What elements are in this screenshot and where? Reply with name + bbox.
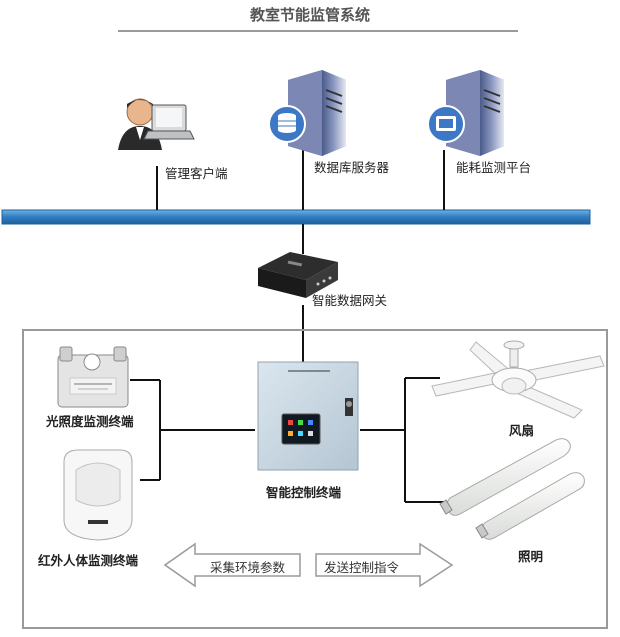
- controller-label: 智能控制终端: [266, 485, 342, 500]
- ir-sensor-device: [63, 449, 133, 541]
- client-label: 管理客户端: [165, 166, 228, 181]
- collect-arrow: [163, 542, 301, 588]
- ceiling-fan-device: [431, 340, 605, 419]
- controller-device: [257, 361, 359, 471]
- platform-label: 能耗监测平台: [456, 160, 532, 175]
- send-arrow: [315, 542, 454, 588]
- db-server-label: 数据库服务器: [314, 160, 390, 175]
- collect-arrow-label: 采集环境参数: [210, 560, 286, 575]
- client-icon: [118, 98, 195, 150]
- lighting-label: 照明: [518, 549, 544, 564]
- gateway-device: [258, 252, 338, 298]
- light-tubes-device: [439, 438, 585, 540]
- light-sensor-label: 光照度监测终端: [46, 414, 134, 429]
- database-server-icon: [268, 70, 346, 156]
- diagram-title: 教室节能监管系统: [249, 6, 370, 24]
- platform-server-icon: [427, 70, 504, 156]
- classroom-frame: [22, 329, 608, 629]
- ir-sensor-label: 红外人体监测终端: [38, 553, 139, 568]
- light-sensor-device: [57, 346, 129, 408]
- gateway-label: 智能数据网关: [312, 293, 388, 308]
- fan-label: 风扇: [509, 423, 535, 438]
- send-arrow-label: 发送控制指令: [324, 560, 400, 575]
- network-bus: [1, 209, 591, 225]
- title-underline: [118, 30, 518, 32]
